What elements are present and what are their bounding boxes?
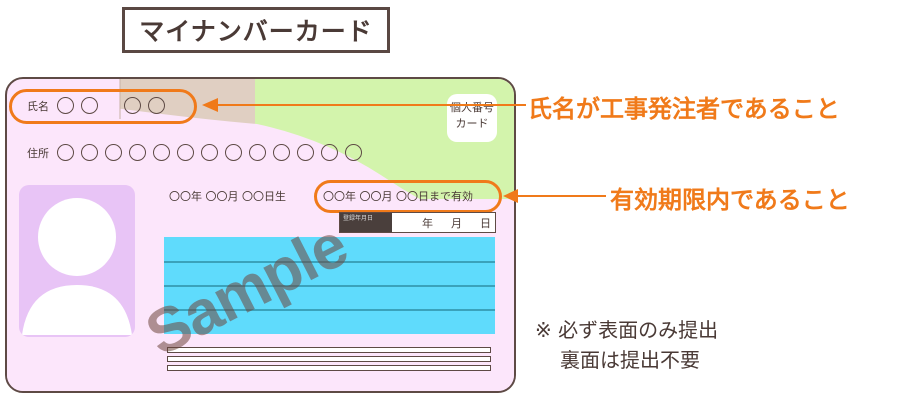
address-char — [105, 144, 122, 161]
callout-validity: 有効期限内であること — [610, 186, 850, 214]
issue-month: 月 — [451, 216, 462, 230]
address-char — [153, 144, 170, 161]
address-char — [273, 144, 290, 161]
card-type-line2: カード — [455, 117, 489, 130]
name-char — [148, 97, 165, 114]
name-char — [81, 97, 98, 114]
bottom-line — [167, 356, 491, 362]
address-char — [321, 144, 338, 161]
issue-day: 日 — [480, 216, 491, 230]
name-char — [57, 97, 74, 114]
title-box: マイナンバーカード — [122, 7, 390, 53]
issue-year: 年 — [422, 216, 433, 230]
name-row: 氏名 — [27, 97, 172, 114]
name-label: 氏名 — [27, 99, 49, 113]
validity-highlight-oval — [314, 180, 502, 213]
name-highlight-oval — [9, 89, 197, 124]
birth-date: 〇〇年 〇〇月 〇〇日生 — [169, 190, 286, 203]
address-char — [177, 144, 194, 161]
issue-date-box: 登録年月日 年 月 日 — [339, 212, 496, 233]
callout-name: 氏名が工事発注者であること — [528, 95, 840, 123]
address-char — [129, 144, 146, 161]
person-icon — [22, 198, 132, 335]
page-title: マイナンバーカード — [139, 17, 373, 46]
address-char — [345, 144, 362, 161]
issue-label: 登録年月日 — [340, 213, 392, 232]
address-char — [225, 144, 242, 161]
arrow-head-icon — [202, 98, 218, 112]
photo-placeholder — [19, 185, 135, 337]
address-char — [57, 144, 74, 161]
note-line1: ※ 必ず表面のみ提出 — [535, 318, 719, 342]
address-char — [297, 144, 314, 161]
address-row: 住所 — [27, 144, 369, 161]
info-area — [164, 237, 495, 334]
address-char — [249, 144, 266, 161]
address-label: 住所 — [27, 146, 49, 160]
arrow-head-icon — [503, 189, 518, 203]
valid-until: 〇〇年 〇〇月 〇〇日まで有効 — [323, 190, 473, 203]
name-char — [124, 97, 141, 114]
note: ※ 必ず表面のみ提出 裏面は提出不要 — [535, 315, 718, 375]
bottom-line — [167, 365, 491, 371]
bottom-line — [167, 347, 491, 353]
note-line2: 裏面は提出不要 — [560, 348, 700, 372]
address-char — [201, 144, 218, 161]
my-number-card: 氏名 個人番号 カード 住所 〇〇年 〇〇月 〇〇日生 〇〇年 〇〇月 〇〇 — [5, 77, 516, 393]
address-char — [81, 144, 98, 161]
